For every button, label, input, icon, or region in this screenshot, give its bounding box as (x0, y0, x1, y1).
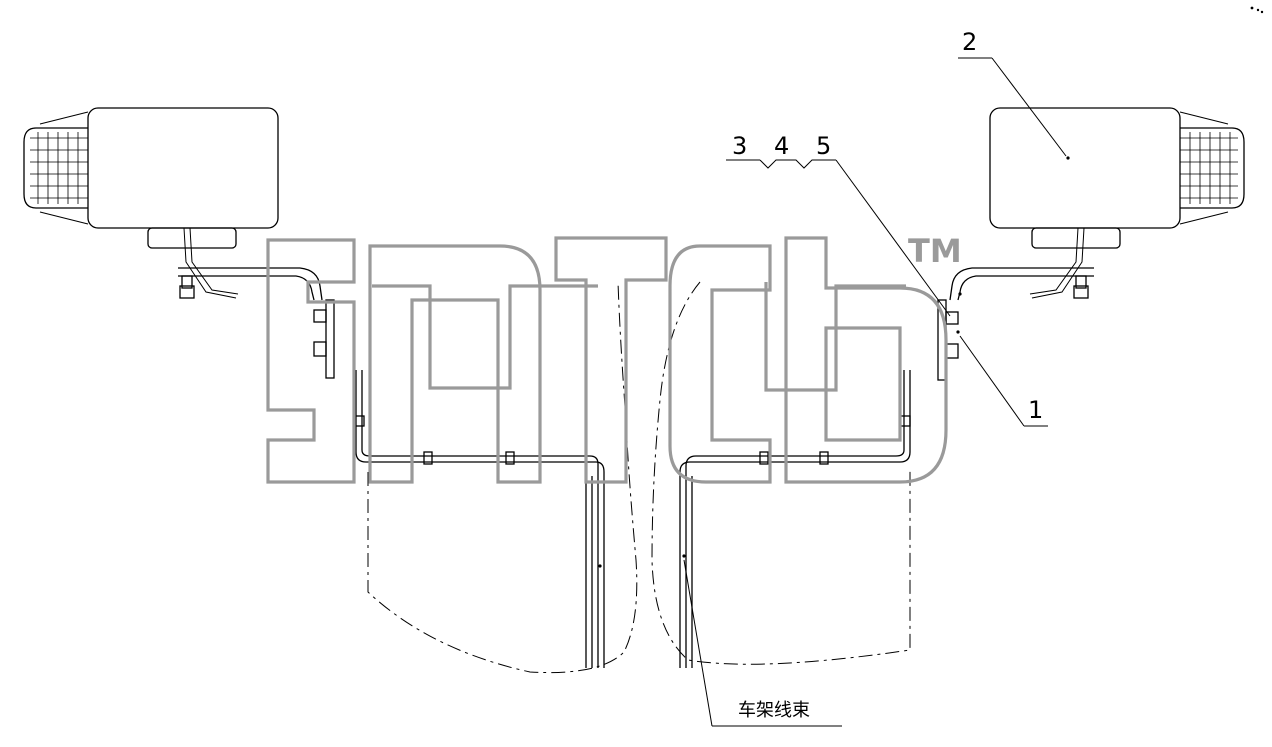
corner-mark (1250, 6, 1264, 14)
callout-leaders (683, 57, 1067, 727)
watermark-logo: TM (266, 232, 962, 484)
watermark-trademark: TM (908, 232, 962, 270)
right-work-lamp (937, 107, 1245, 381)
callout-1: 1 (1028, 396, 1043, 424)
right-lamp-lens-grid (1180, 132, 1238, 204)
left-work-lamp (23, 107, 335, 379)
callout-3: 3 (732, 132, 747, 160)
left-lamp-lens-grid (30, 132, 88, 204)
frame-wiring-harness (353, 370, 911, 668)
frame-harness-label: 车架线束 (738, 700, 810, 721)
callout-4: 4 (774, 132, 789, 160)
callout-2: 2 (962, 28, 977, 56)
callout-5: 5 (816, 132, 831, 160)
frame-outline-dashed (367, 281, 911, 674)
